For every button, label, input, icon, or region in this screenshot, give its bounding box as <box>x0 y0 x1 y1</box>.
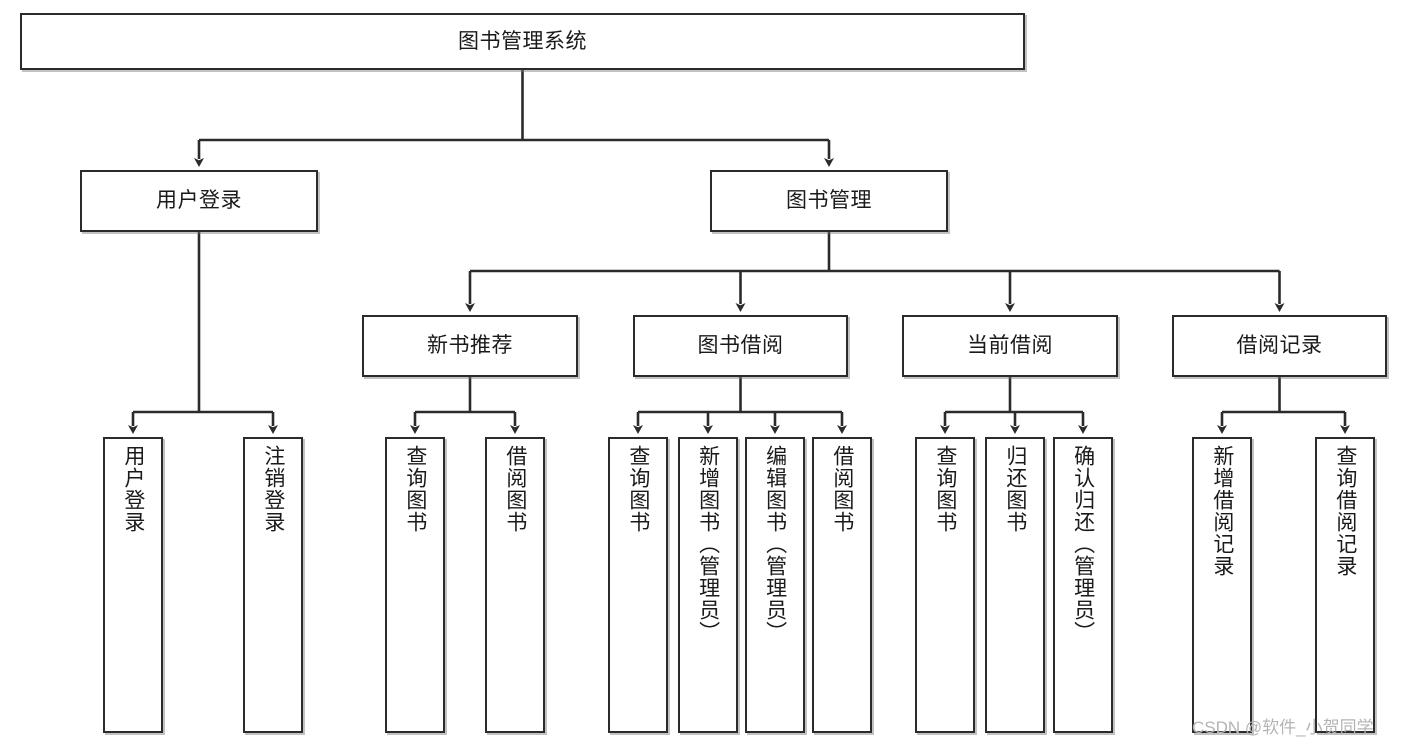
node-label: 图书管理系统 <box>458 29 587 53</box>
node-root[interactable]: 图书管理系统 <box>20 13 1025 70</box>
node-leaf-bb-borrow[interactable]: 借阅图书 <box>812 437 872 733</box>
node-label: 借阅记录 <box>1236 334 1323 358</box>
node-leaf-cb-query[interactable]: 查询图书 <box>915 437 975 733</box>
node-label: 图书借阅 <box>697 334 784 358</box>
node-label: 新增图书（管理员） <box>696 445 720 643</box>
node-label: 编辑图书（管理员） <box>763 445 787 643</box>
node-user-login[interactable]: 用户登录 <box>80 170 318 232</box>
node-label: 注销登录 <box>261 445 285 533</box>
node-leaf-cb-return[interactable]: 归还图书 <box>985 437 1045 733</box>
node-leaf-bb-edit[interactable]: 编辑图书（管理员） <box>745 437 805 733</box>
node-leaf-br-add[interactable]: 新增借阅记录 <box>1192 437 1252 733</box>
node-label: 借阅图书 <box>830 445 854 533</box>
node-label: 查询图书 <box>933 445 957 533</box>
node-leaf-rec-borrow[interactable]: 借阅图书 <box>485 437 545 733</box>
node-label: 确认归还（管理员） <box>1071 445 1095 643</box>
node-label: 查询图书 <box>403 445 427 533</box>
node-label: 当前借阅 <box>967 334 1053 358</box>
node-leaf-cb-confirm[interactable]: 确认归还（管理员） <box>1053 437 1113 733</box>
node-leaf-br-query[interactable]: 查询借阅记录 <box>1315 437 1375 733</box>
node-label: 图书管理 <box>786 189 872 213</box>
node-borrow-record[interactable]: 借阅记录 <box>1172 315 1387 377</box>
node-label: 新书推荐 <box>427 334 513 358</box>
node-label: 借阅图书 <box>503 445 527 533</box>
node-current-borrow[interactable]: 当前借阅 <box>902 315 1118 377</box>
node-book-borrow[interactable]: 图书借阅 <box>633 315 848 377</box>
node-book-manage[interactable]: 图书管理 <box>710 170 948 232</box>
node-leaf-rec-query[interactable]: 查询图书 <box>385 437 445 733</box>
node-leaf-user-login[interactable]: 用户登录 <box>103 437 163 733</box>
node-label: 用户登录 <box>156 189 242 213</box>
node-new-book-rec[interactable]: 新书推荐 <box>362 315 578 377</box>
node-label: 查询图书 <box>626 445 650 533</box>
node-leaf-bb-query[interactable]: 查询图书 <box>608 437 668 733</box>
node-label: 用户登录 <box>121 445 145 533</box>
node-label: 新增借阅记录 <box>1210 445 1234 577</box>
node-label: 查询借阅记录 <box>1333 445 1357 577</box>
node-leaf-bb-add[interactable]: 新增图书（管理员） <box>678 437 738 733</box>
node-label: 归还图书 <box>1003 445 1027 533</box>
node-leaf-logout[interactable]: 注销登录 <box>243 437 303 733</box>
